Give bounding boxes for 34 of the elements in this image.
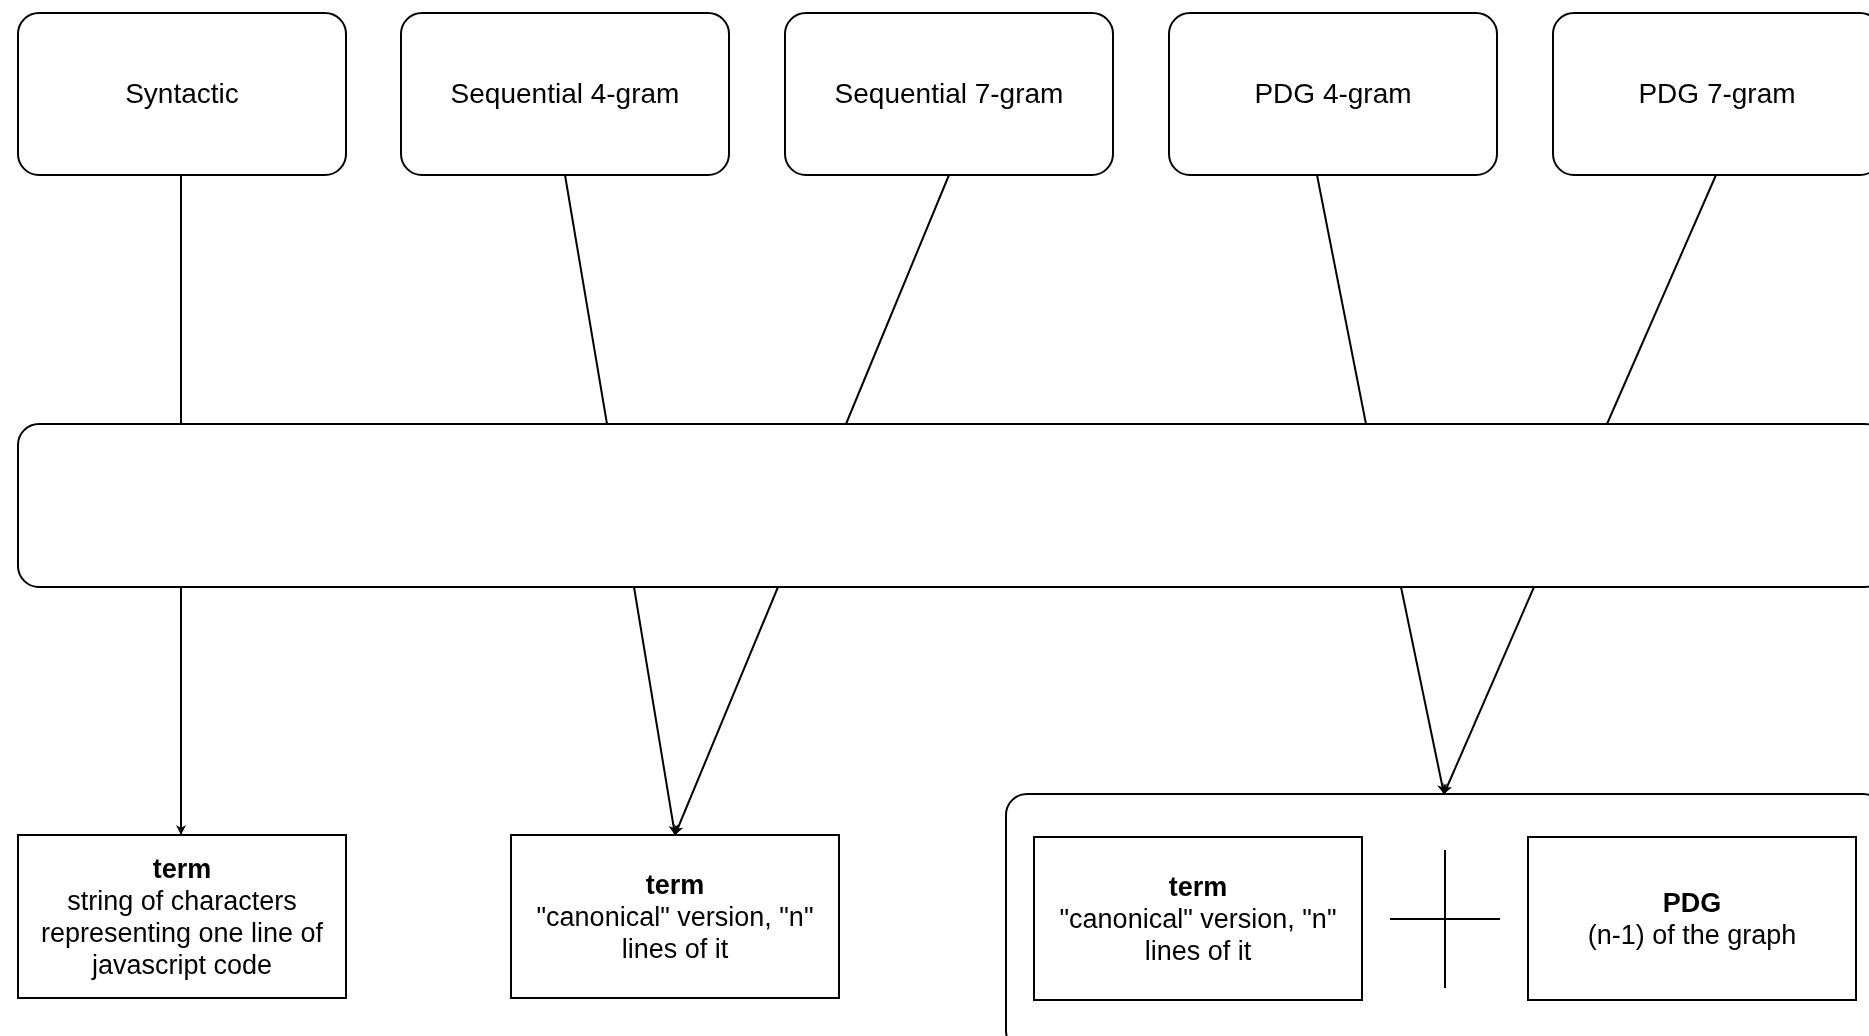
- box-text: PDG 7-gram: [1638, 78, 1796, 110]
- box-heading: term: [152, 852, 212, 885]
- pdg-box: [1527, 836, 1857, 1001]
- box-text: "canonical" version, "n" lines of it: [1058, 902, 1338, 967]
- box-text: Sequential 4-gram: [450, 78, 680, 110]
- arrow: [674, 586, 779, 836]
- box-heading: PDG: [1662, 886, 1722, 919]
- process-box: [17, 12, 347, 176]
- arrow: [1443, 586, 1535, 795]
- arrow: [633, 586, 679, 836]
- box-text: (n-1) of the graph: [1587, 918, 1797, 951]
- process-box: [1552, 12, 1869, 176]
- process-box: [784, 12, 1114, 176]
- term-box: [1033, 836, 1363, 1001]
- process-box: [1168, 12, 1498, 176]
- box-text: Sequential 7-gram: [834, 78, 1064, 110]
- arrow: [176, 586, 186, 836]
- box-text: "canonical" version, "n" lines of it: [535, 900, 815, 965]
- connector-line: [564, 174, 608, 425]
- connector-line: [845, 174, 950, 425]
- box-text: PDG 4-gram: [1254, 78, 1412, 110]
- connector-line: [180, 174, 182, 425]
- group-container: [1005, 793, 1869, 1036]
- box-heading: term: [1168, 870, 1228, 903]
- term-box: [17, 834, 347, 999]
- process-box: [400, 12, 730, 176]
- arrow: [1400, 586, 1447, 795]
- box-text: Syntactic: [125, 78, 239, 110]
- box-text: string of characters representing one line of javascript code: [39, 884, 325, 981]
- connector-line: [1606, 174, 1717, 425]
- box-heading: term: [645, 868, 705, 901]
- term-box: [510, 834, 840, 999]
- process-band: [17, 423, 1869, 588]
- connector-line: [1316, 174, 1367, 425]
